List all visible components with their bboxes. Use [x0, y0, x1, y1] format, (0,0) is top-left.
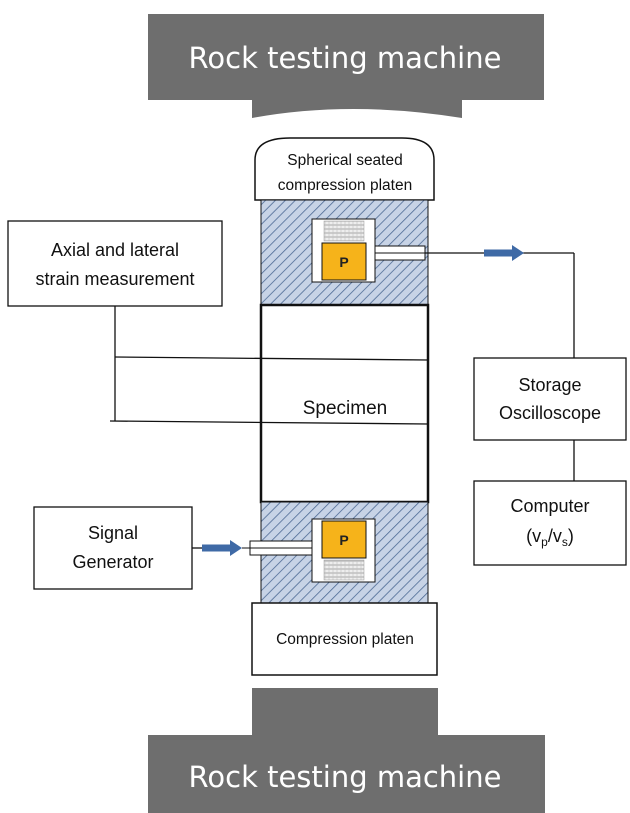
bottom-transducer-label: P: [339, 532, 348, 548]
oscilloscope-box: [473, 357, 627, 441]
bottom-spring: [323, 559, 365, 581]
machine-top-label: Rock testing machine: [189, 41, 502, 75]
bottom-platen-label: Compression platen: [276, 631, 414, 648]
oscilloscope-label-2: Oscilloscope: [499, 403, 601, 423]
top-platen-label-2: compression platen: [278, 177, 412, 194]
strain-gauge-upper: [114, 356, 429, 361]
strain-measurement-box: [7, 220, 223, 307]
top-transducer: [321, 242, 367, 281]
top-platen: [254, 137, 435, 201]
machine-bottom: [148, 688, 545, 813]
machine-bottom-label: Rock testing machine: [189, 760, 502, 794]
computer-box: [473, 480, 627, 566]
bottom-transducer: [321, 520, 367, 559]
bottom-platen: [251, 602, 438, 676]
machine-top: [148, 14, 544, 118]
top-signal-arrow: [484, 245, 524, 261]
strain-box-label-2: strain measurement: [35, 269, 194, 289]
computer-label-2: (vp/vs): [526, 526, 574, 549]
specimen-label: Specimen: [303, 398, 388, 419]
strain-box-label-1: Axial and lateral: [51, 240, 179, 260]
strain-gauge-lower: [109, 420, 429, 425]
signal-box-label-2: Generator: [72, 552, 153, 572]
signal-box-label-1: Signal: [88, 523, 138, 543]
computer-label-1: Computer: [510, 496, 589, 516]
bottom-signal-arrow: [202, 540, 242, 556]
signal-generator-box: [33, 506, 193, 590]
specimen-body: [259, 303, 430, 504]
top-transducer-label: P: [339, 254, 348, 270]
top-platen-label-1: Spherical seated: [287, 152, 402, 169]
oscilloscope-label-1: Storage: [518, 375, 581, 395]
top-spring: [323, 220, 365, 242]
